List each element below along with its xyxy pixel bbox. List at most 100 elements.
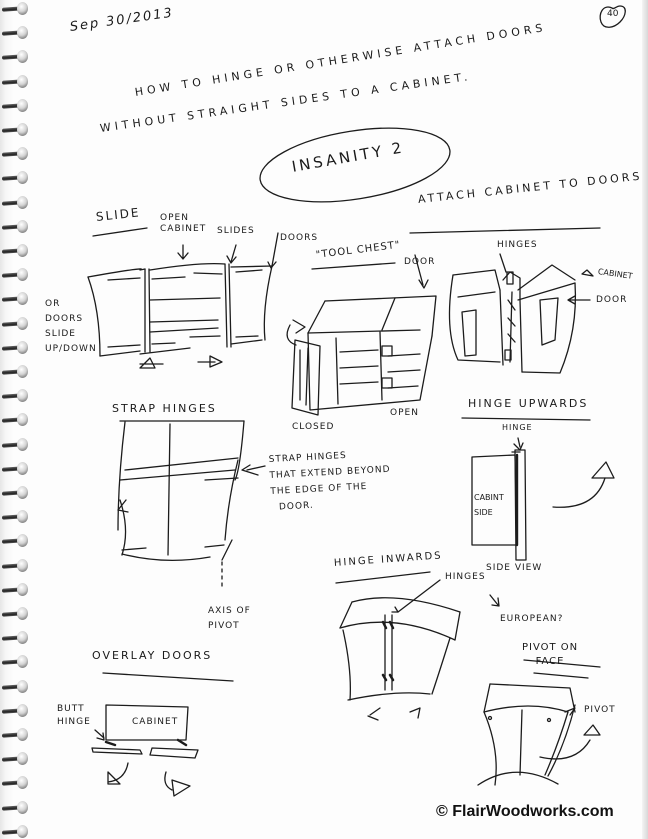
spiral-hole [17, 728, 28, 741]
tool-chest-open-label: OPEN [390, 408, 419, 418]
spiral-hole [17, 50, 28, 64]
spiral-hole [17, 558, 28, 572]
spiral-ring [1, 486, 28, 500]
spiral-ring [1, 147, 28, 161]
spiral-ring [1, 582, 28, 597]
spiral-ring [1, 74, 28, 89]
spiral-hole [17, 800, 28, 814]
spiral-ring [1, 340, 28, 355]
spiral-hole [17, 510, 28, 524]
spiral-hole [17, 486, 28, 499]
slide-slides-label: SLIDES [217, 226, 255, 236]
slide-doors-label: DOORS [280, 233, 319, 243]
attach-door-label: DOOR [596, 295, 628, 305]
spiral-hole [17, 534, 28, 548]
spiral-hole [17, 2, 28, 15]
page-edge [642, 0, 648, 839]
spiral-hole [17, 703, 28, 717]
strap-hinges-sketch [117, 420, 266, 591]
spiral-hole [17, 268, 28, 282]
spiral-ring [1, 728, 28, 742]
spiral-hole [17, 607, 28, 620]
hinge-inwards-heading: HINGE INWARDS [333, 550, 443, 569]
axis-of-pivot-label: AXIS OF PIVOT [208, 606, 251, 631]
spiral-hole [17, 340, 28, 354]
page-number: 40 [607, 9, 619, 19]
cabinet-side-label: CABINT SIDE [474, 493, 504, 517]
spiral-ring [1, 510, 28, 524]
hinge-inwards-hinges-label: HINGES [445, 572, 486, 582]
spiral-ring [1, 752, 28, 766]
spiral-hole [17, 292, 28, 306]
spiral-ring [1, 534, 28, 548]
spiral-ring [1, 776, 28, 790]
slide-heading: SLIDE [95, 205, 142, 224]
spiral-ring [1, 316, 28, 331]
butt-hinge-label: BUTT HINGE [57, 704, 91, 727]
date-text: Sep 30/2013 [68, 5, 175, 35]
spiral-hole [17, 365, 28, 378]
hinge-inwards-sketch [335, 571, 500, 721]
spiral-hole [17, 655, 28, 669]
attach-cabinet-sketch [448, 253, 594, 374]
spiral-hole [17, 171, 28, 185]
spiral-ring [1, 607, 28, 621]
spiral-ring [1, 50, 28, 64]
spiral-hole [17, 147, 28, 161]
spiral-hole [17, 437, 28, 451]
slide-open-cabinet-label: OPEN CABINET [160, 213, 207, 234]
spiral-ring [1, 268, 28, 282]
side-view-label: SIDE VIEW [486, 563, 543, 573]
european-label: EUROPEAN? [500, 614, 564, 624]
pivot-on-face-heading: PIVOT ON FACE [522, 642, 579, 667]
spiral-ring [1, 244, 28, 258]
spiral-ring [1, 558, 28, 573]
spiral-ring [1, 195, 28, 210]
hinge-upwards-heading: HINGE UPWARDS [468, 397, 589, 410]
tool-chest-heading: "TOOL CHEST" [315, 239, 402, 261]
spiral-binding [0, 0, 34, 839]
overlay-cabinet-label: CABINET [132, 717, 179, 727]
spiral-hole [17, 582, 28, 596]
spiral-ring [1, 219, 28, 234]
spiral-ring [1, 292, 28, 306]
spiral-hole [17, 123, 28, 136]
overlay-doors-sketch [91, 672, 234, 797]
spiral-ring [1, 2, 28, 16]
hinge-upwards-sketch [461, 417, 615, 561]
spiral-hole [17, 316, 28, 330]
spiral-ring [1, 631, 28, 645]
spiral-ring [1, 655, 28, 669]
spiral-ring [1, 413, 28, 427]
spiral-hole [17, 219, 28, 233]
spiral-hole [17, 752, 28, 766]
copyright-text[interactable]: © FlairWoodworks.com [436, 803, 614, 820]
spiral-hole [17, 244, 28, 257]
pivot-on-face-sketch [477, 659, 601, 786]
spiral-hole [17, 389, 28, 403]
spiral-ring [1, 437, 28, 452]
spiral-ring [1, 98, 28, 113]
spiral-hole [17, 776, 28, 790]
tool-chest-closed-label: CLOSED [292, 422, 335, 432]
strap-hinges-note: STRAP HINGES THAT EXTEND BEYOND THE EDGE… [268, 450, 391, 513]
spiral-hole [17, 195, 28, 209]
spiral-hole [17, 679, 28, 693]
hinge-upwards-hinge-label: HINGE [502, 423, 533, 432]
attach-hinges-label: HINGES [497, 240, 538, 250]
overlay-doors-heading: OVERLAY DOORS [92, 649, 213, 662]
spiral-ring [1, 824, 28, 839]
spiral-hole [17, 413, 28, 427]
spiral-ring [1, 365, 28, 379]
spiral-ring [1, 123, 28, 137]
spiral-ring [1, 389, 28, 403]
spiral-hole [17, 824, 28, 838]
spiral-hole [17, 26, 28, 40]
strap-hinges-heading: STRAP HINGES [112, 402, 217, 415]
spiral-ring [1, 26, 28, 40]
slide-side-note: OR DOORS SLIDE UP/DOWN [45, 299, 97, 354]
circled-heading: INSANITY 2 [290, 138, 406, 176]
spiral-ring [1, 679, 28, 694]
slide-cabinet-sketch [87, 232, 279, 369]
